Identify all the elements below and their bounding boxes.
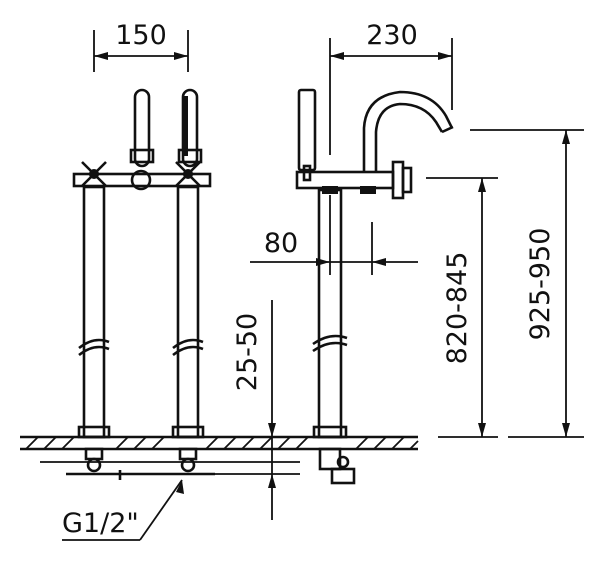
dimension-total-height: 925-950 bbox=[470, 129, 584, 438]
dimension-offset-label: 80 bbox=[264, 228, 298, 259]
front-view bbox=[66, 88, 215, 480]
hand-shower-holder-front bbox=[177, 88, 203, 168]
dimension-offset: 80 bbox=[250, 228, 418, 266]
right-cross-handle bbox=[175, 161, 201, 187]
floor-section bbox=[20, 435, 419, 463]
side-cross-handle bbox=[391, 160, 413, 200]
dimension-reach-label: 230 bbox=[366, 20, 418, 51]
dimension-reach: 230 bbox=[329, 20, 453, 155]
dimension-spacing-label: 150 bbox=[115, 20, 167, 51]
dimension-total-height-label: 925-950 bbox=[525, 228, 556, 341]
hand-shower-side bbox=[297, 88, 317, 182]
left-cross-handle bbox=[81, 161, 107, 187]
dimension-outlet-height: 820-845 bbox=[426, 177, 498, 438]
dimension-spacing: 150 bbox=[93, 20, 189, 72]
dimension-outlet-height-label: 820-845 bbox=[442, 252, 473, 365]
side-view bbox=[295, 88, 454, 485]
thread-label: G1/2" bbox=[62, 508, 139, 539]
diverter-knob bbox=[130, 169, 152, 191]
right-pillar bbox=[171, 185, 205, 473]
thread-callout: G1/2" bbox=[62, 479, 184, 541]
dimension-adjust: 25-50 bbox=[210, 300, 300, 520]
dimension-adjust-label: 25-50 bbox=[232, 313, 263, 391]
spout bbox=[362, 90, 454, 172]
hand-shower-front bbox=[129, 88, 155, 168]
mixer-body bbox=[72, 172, 212, 188]
left-pillar bbox=[77, 185, 111, 473]
mixer-body-side bbox=[295, 170, 395, 190]
